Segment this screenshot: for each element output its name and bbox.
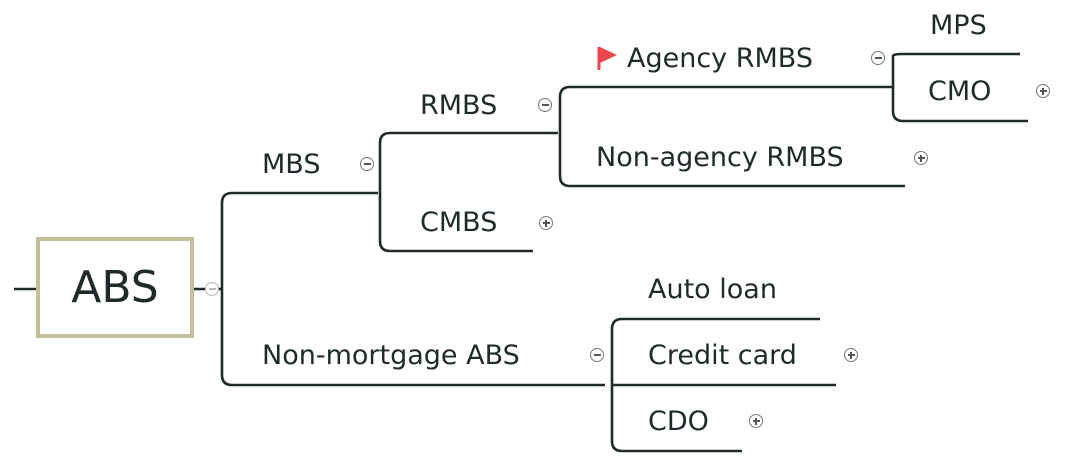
collapse-minus-icon[interactable] — [538, 98, 552, 112]
expand-plus-icon[interactable] — [539, 216, 553, 230]
red-flag-icon — [597, 47, 617, 70]
node-non-agency-rmbs[interactable]: Non-agency RMBS — [596, 142, 844, 173]
node-cmo[interactable]: CMO — [928, 76, 992, 107]
root-node-abs[interactable]: ABS — [36, 237, 194, 338]
expand-plus-icon[interactable] — [1036, 84, 1050, 98]
expand-plus-icon[interactable] — [749, 414, 763, 428]
node-mps[interactable]: MPS — [930, 10, 987, 41]
collapse-minus-icon[interactable] — [871, 51, 885, 65]
node-non-mortgage-abs[interactable]: Non-mortgage ABS — [262, 340, 520, 371]
node-credit-card[interactable]: Credit card — [648, 340, 797, 371]
node-rmbs[interactable]: RMBS — [420, 90, 498, 121]
collapse-minus-icon[interactable] — [590, 348, 604, 362]
node-auto-loan[interactable]: Auto loan — [648, 274, 777, 305]
collapse-minus-icon[interactable] — [205, 282, 219, 296]
expand-plus-icon[interactable] — [844, 348, 858, 362]
node-cdo[interactable]: CDO — [648, 406, 709, 437]
node-agency-rmbs[interactable]: Agency RMBS — [627, 43, 813, 74]
root-label: ABS — [71, 262, 159, 313]
node-cmbs[interactable]: CMBS — [420, 207, 498, 238]
collapse-minus-icon[interactable] — [360, 157, 374, 171]
node-mbs[interactable]: MBS — [262, 149, 321, 180]
expand-plus-icon[interactable] — [914, 151, 928, 165]
